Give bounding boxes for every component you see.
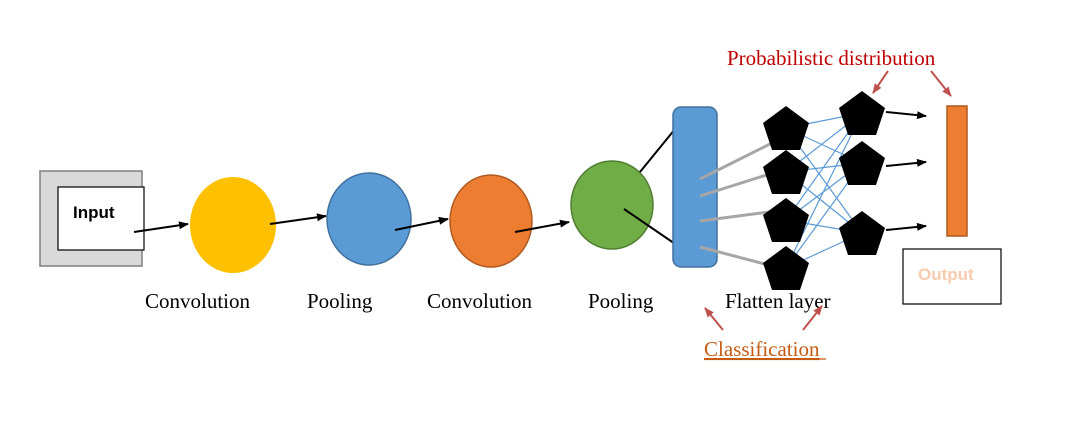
distribution-arrow-left <box>872 70 889 94</box>
pooling-node-1 <box>326 172 412 266</box>
stage-label-pooling-2: Pooling <box>588 289 654 313</box>
output-label: Output <box>918 265 974 284</box>
input-block: Input <box>39 170 145 267</box>
arrow-pool-to-conv <box>394 216 449 231</box>
arrow-to-output-2 <box>885 158 927 167</box>
input-label: Input <box>73 203 115 222</box>
classification-label: Classification <box>704 337 820 361</box>
flatten-connections <box>699 138 781 270</box>
flatten-layer-bar <box>672 106 718 268</box>
convolution-node-2 <box>449 174 533 268</box>
neuron-hidden-2 <box>763 150 809 194</box>
distribution-arrow-right <box>930 70 952 97</box>
arrow-conv-to-pool <box>269 213 327 225</box>
arrow-to-output-3 <box>885 222 927 231</box>
output-bar <box>946 105 968 237</box>
neuron-hidden-4 <box>763 246 809 290</box>
arrow-conv-to-pool-2 <box>514 219 570 233</box>
flatten-label: Flatten layer <box>725 289 831 313</box>
classification-arrow-right <box>802 305 823 331</box>
input-box <box>57 186 145 251</box>
blue-connection <box>785 112 863 269</box>
output-box <box>902 248 1002 305</box>
stage-label-convolution-2: Convolution <box>427 289 533 313</box>
neuron-hidden-1 <box>763 106 809 150</box>
pooling-node-2 <box>570 160 654 250</box>
arrow-to-output-1 <box>885 111 927 120</box>
gray-connection <box>699 170 777 198</box>
convolution-node-1 <box>190 177 276 273</box>
gray-connection <box>699 138 779 181</box>
stage-label-convolution-1: Convolution <box>145 289 251 313</box>
neuron-output-3 <box>839 211 885 255</box>
neuron-hidden-3 <box>763 198 809 242</box>
arrow-input-to-conv <box>133 221 189 233</box>
distribution-label: Probabilistic distribution <box>727 46 936 70</box>
classification-arrow-left <box>704 307 724 331</box>
gray-connection <box>699 209 777 223</box>
neuron-output-1 <box>839 91 885 135</box>
output-arrows <box>885 111 927 231</box>
neuron-output-2 <box>839 141 885 185</box>
stage-label-pooling-1: Pooling <box>307 289 373 313</box>
